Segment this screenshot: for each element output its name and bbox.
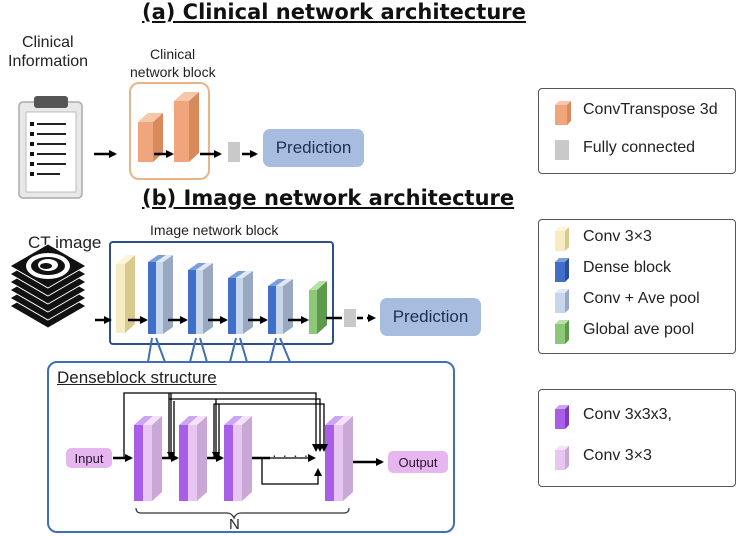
clinical-block-label-line2: network block: [130, 64, 216, 80]
legend-label: Conv + Ave pool: [583, 290, 700, 307]
clipboard-icon: [18, 96, 83, 199]
legend-label: Global ave pool: [583, 321, 695, 338]
image-network-block: [109, 241, 334, 345]
legend-label: Conv 3×3: [583, 228, 652, 245]
legend-label: Conv 3x3x3,: [583, 406, 672, 423]
global-ave-pool-block: [309, 281, 327, 334]
image-architecture-title: (b) Image network architecture: [142, 186, 515, 210]
dense-legend: Conv 3x3x3, Conv 3×3: [538, 389, 736, 487]
ellipsis: · · · ·: [272, 447, 310, 463]
clinical-info-label-line2: Information: [8, 53, 89, 70]
legend-conv3x3x3: Conv 3x3x3,: [547, 404, 727, 430]
dense-layer-1: [134, 416, 162, 501]
legend-conv3x3: Conv 3×3: [547, 226, 727, 252]
ct-image-stack-icon: [9, 243, 87, 329]
n-label: N: [229, 516, 240, 533]
skip-connections: [123, 392, 328, 485]
convtranspose-block-2: [174, 92, 199, 162]
output-box: Output: [388, 451, 448, 473]
fully-connected-node: [228, 142, 240, 162]
dense-layer-2: [179, 416, 207, 501]
conv-ave-pool-swatch-icon: [555, 289, 569, 313]
dense-block-2: [188, 263, 213, 334]
image-arrows: [95, 314, 376, 324]
clinical-prediction-box: Prediction: [263, 129, 364, 167]
conv3x3x3-swatch-icon: [555, 405, 569, 429]
legend-dense-block: Dense block: [547, 257, 727, 283]
legend-label: Dense block: [583, 259, 672, 276]
legend-fully-connected: Fully connected: [547, 137, 727, 163]
global-ave-pool-swatch-icon: [555, 320, 569, 344]
dense-block-1: [148, 255, 173, 334]
clinical-block-label-line1: Clinical: [150, 46, 196, 62]
dense-layer-n: [325, 416, 353, 501]
image-prediction-box: Prediction: [380, 298, 481, 336]
image-legend: Conv 3×3 Dense block Conv + Ave pool Glo…: [538, 219, 736, 354]
legend-global-ave-pool: Global ave pool: [547, 319, 727, 345]
clinical-info-label-line1: Clinical: [22, 34, 74, 51]
clinical-architecture-title: (a) Clinical network architecture: [142, 0, 526, 24]
zoom-connectors: [147, 337, 291, 363]
legend-label: Conv 3×3: [583, 447, 652, 464]
n-brace: [135, 507, 350, 520]
conv3x3-swatch-icon: [555, 227, 569, 251]
input-box: Input: [66, 448, 112, 468]
conv3x3-light-swatch-icon: [555, 446, 569, 470]
convtranspose-block-1: [138, 113, 163, 162]
legend-conv3x3-light: Conv 3×3: [547, 445, 727, 471]
dense-block-4: [268, 279, 293, 334]
conv3x3-block: [116, 255, 135, 333]
denseblock-structure-label: Denseblock structure: [57, 368, 217, 387]
dense-block-swatch-icon: [555, 258, 569, 282]
fully-connected-swatch-icon: [555, 140, 569, 160]
image-block-label: Image network block: [150, 222, 279, 238]
clinical-legend: ConvTranspose 3d Fully connected: [538, 88, 736, 174]
legend-label: ConvTranspose 3d: [583, 101, 718, 118]
legend-convtranspose: ConvTranspose 3d: [547, 99, 727, 125]
dense-layer-3: [224, 416, 252, 501]
image-fully-connected-node: [344, 309, 356, 327]
convtranspose-swatch-icon: [555, 101, 571, 125]
denseblock-structure-box: [47, 361, 455, 533]
legend-conv-ave-pool: Conv + Ave pool: [547, 288, 727, 314]
legend-label: Fully connected: [583, 139, 696, 156]
clinical-network-block: [129, 82, 210, 180]
dense-block-3: [228, 271, 253, 334]
